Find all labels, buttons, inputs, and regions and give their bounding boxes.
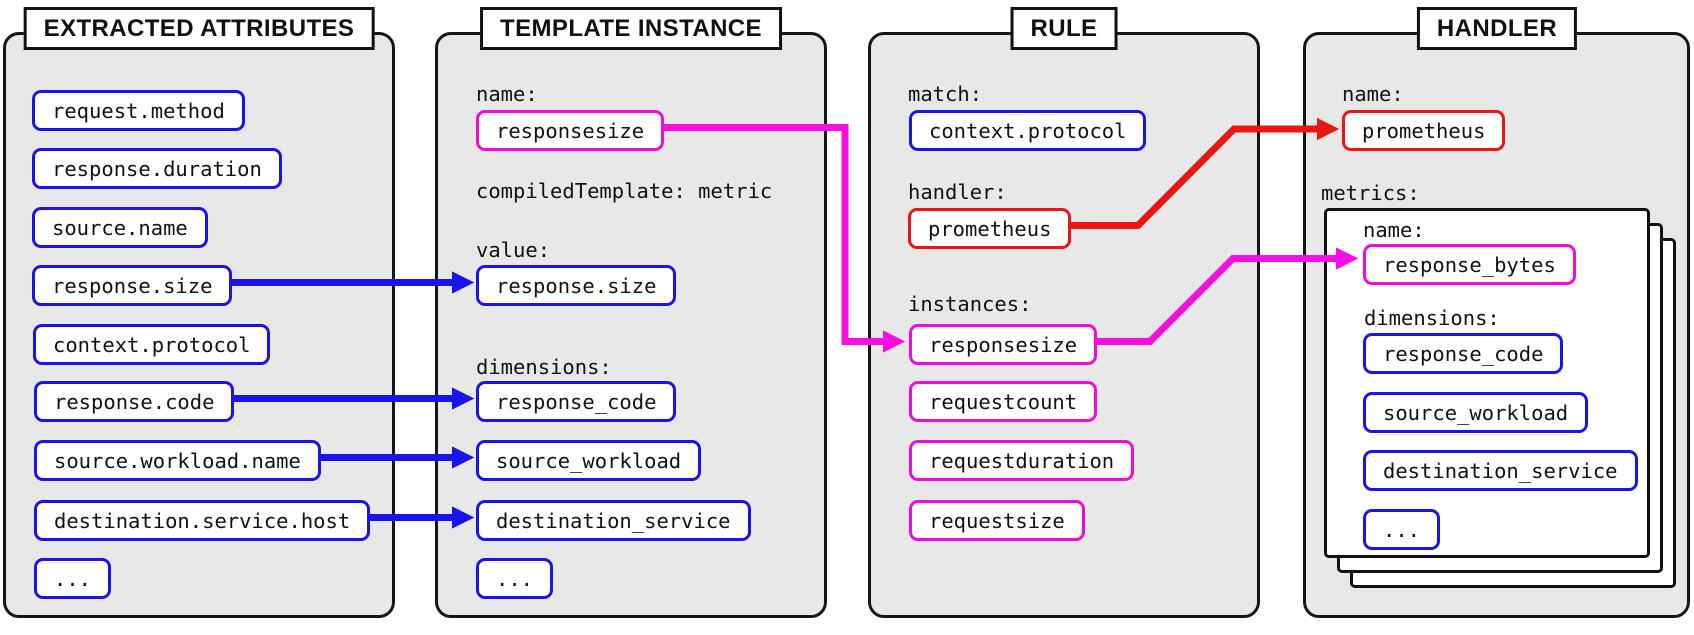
rule-instance-requestsize: requestsize: [909, 500, 1085, 541]
handler-metrics-label: metrics:: [1321, 181, 1420, 205]
rule-instance-requestcount: requestcount: [909, 381, 1098, 422]
template-dimensions-label: dimensions:: [476, 355, 612, 379]
template-dimension-ellipsis: ...: [476, 558, 554, 599]
metric-name-box: response_bytes: [1363, 244, 1576, 285]
template-value-box: response.size: [476, 265, 677, 306]
template-instance-panel: name: responsesize compiledTemplate: met…: [435, 32, 827, 618]
attribute-box-destination-service-host: destination.service.host: [34, 500, 371, 541]
template-value-label: value:: [476, 238, 551, 262]
metric-dimension-destination-service: destination_service: [1363, 450, 1638, 491]
template-name-box: responsesize: [476, 110, 665, 151]
metric-dimensions-label: dimensions:: [1364, 306, 1500, 330]
metric-name-label: name:: [1363, 218, 1425, 242]
attribute-box-source-name: source.name: [32, 207, 208, 248]
extracted-attributes-panel: request.method response.duration source.…: [3, 32, 395, 618]
metric-dimension-source-workload: source_workload: [1363, 392, 1589, 433]
handler-title: HANDLER: [1416, 7, 1578, 50]
handler-panel: name: prometheus metrics: name: response…: [1303, 32, 1690, 618]
template-dimension-response-code: response_code: [476, 381, 677, 422]
metric-dimension-response-code: response_code: [1363, 333, 1564, 374]
rule-handler-box: prometheus: [908, 208, 1072, 249]
handler-name-label: name:: [1342, 82, 1404, 106]
template-instance-title: TEMPLATE INSTANCE: [480, 7, 782, 50]
attribute-box-source-workload-name: source.workload.name: [34, 440, 321, 481]
template-compiled-label: compiledTemplate: metric: [476, 179, 773, 203]
rule-match-box: context.protocol: [909, 110, 1147, 151]
rule-instances-label: instances:: [908, 292, 1032, 316]
template-dimension-destination-service: destination_service: [476, 500, 751, 541]
extracted-attributes-title: EXTRACTED ATTRIBUTES: [23, 7, 375, 50]
template-dimension-source-workload: source_workload: [476, 440, 702, 481]
attribute-box-response-size: response.size: [32, 265, 233, 306]
template-name-label: name:: [476, 82, 538, 106]
rule-match-label: match:: [908, 82, 983, 106]
handler-name-box: prometheus: [1342, 110, 1506, 151]
rule-panel: match: context.protocol handler: prometh…: [868, 32, 1260, 618]
attribute-box-request-method: request.method: [32, 90, 245, 131]
attribute-box-context-protocol: context.protocol: [33, 324, 271, 365]
metric-card: name: response_bytes dimensions: respons…: [1324, 208, 1650, 558]
attribute-box-response-duration: response.duration: [32, 148, 282, 189]
rule-title: RULE: [1010, 7, 1118, 50]
attribute-box-ellipsis: ...: [34, 558, 112, 599]
rule-instance-requestduration: requestduration: [909, 440, 1135, 481]
attribute-box-response-code: response.code: [34, 381, 235, 422]
rule-instance-responsesize: responsesize: [909, 324, 1098, 365]
rule-handler-label: handler:: [908, 180, 1007, 204]
metric-dimension-ellipsis: ...: [1363, 509, 1441, 550]
